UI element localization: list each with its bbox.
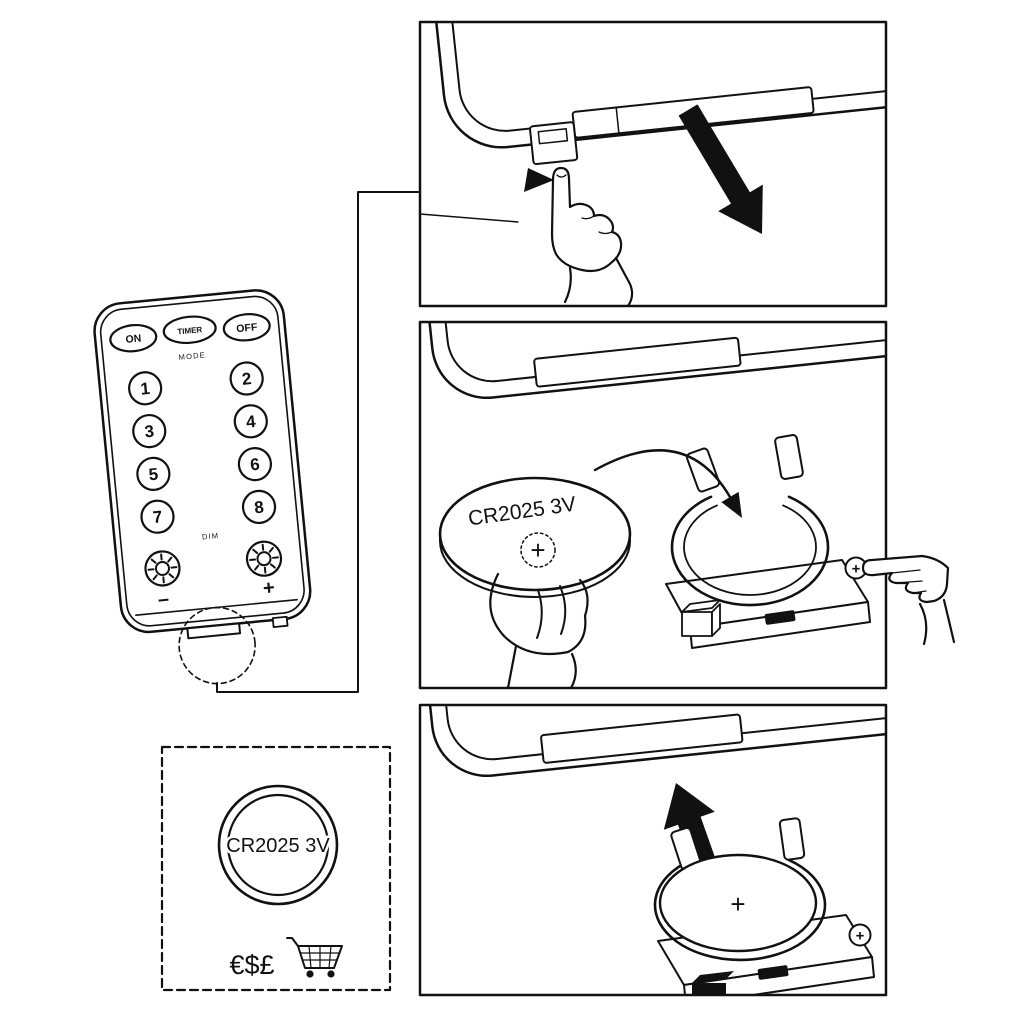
remote-control: ON TIMER OFF MODE 1 2 3 4 5 6 7 8 DIM – …	[93, 289, 312, 685]
dim-label: DIM	[202, 531, 220, 542]
tray-connector-block	[692, 971, 734, 983]
tray-connector-block	[692, 983, 726, 995]
number-button-4	[233, 404, 268, 439]
on-button	[109, 323, 158, 353]
number-button-1	[128, 371, 163, 406]
remote-body-inner-line	[99, 295, 305, 627]
tray-contact	[764, 610, 796, 625]
number-button-3-label: 3	[144, 422, 155, 442]
insert-arrow-icon	[593, 449, 742, 518]
step-panel-insert-battery: + CR2025 3V +	[418, 320, 956, 690]
number-button-2-label: 2	[241, 369, 252, 389]
battery-tray-tab	[271, 615, 289, 628]
clamp-prong	[778, 817, 806, 861]
coin-battery-inner-ring	[226, 793, 330, 897]
on-button-label: ON	[125, 332, 142, 345]
dashed-border	[160, 745, 392, 992]
number-button-8-label: 8	[253, 498, 264, 518]
number-button-6	[237, 447, 273, 482]
polarity-callout	[520, 532, 556, 568]
step-panel-remove-tray	[418, 20, 888, 308]
number-button-4-label: 4	[245, 412, 257, 432]
number-button-5	[136, 456, 171, 491]
remote-corner	[420, 322, 886, 400]
remote-corner	[420, 705, 886, 778]
battery-polarity-label: +	[730, 889, 745, 919]
brightness-down-button	[144, 550, 181, 587]
coin-battery: CR2025 3V +	[438, 476, 632, 598]
timer-button-label: TIMER	[177, 325, 203, 336]
tray-polarity-label: +	[852, 561, 861, 578]
number-button-6-label: 6	[249, 455, 260, 475]
number-button-2	[229, 361, 264, 396]
tray-polarity-label: +	[856, 928, 865, 945]
battery-tray-latch	[529, 121, 579, 166]
panel-border	[418, 703, 888, 997]
number-button-1-label: 1	[140, 379, 151, 399]
callout-connector-line	[216, 191, 421, 693]
tray-slot	[533, 336, 742, 388]
press-latch-arrow-icon	[524, 168, 554, 192]
brightness-up-button	[245, 540, 283, 577]
step-panel-close-tray: + +	[418, 703, 888, 997]
coin-battery-icon	[217, 784, 339, 906]
pointing-hand-icon	[861, 554, 956, 646]
surface-line	[420, 213, 519, 223]
off-button	[222, 313, 271, 342]
timer-button	[162, 315, 217, 345]
purchase-currency-label: €$£	[229, 950, 274, 980]
tray-contact	[757, 965, 789, 980]
pointing-hand-icon	[550, 166, 634, 306]
battery-location-callout	[178, 606, 256, 685]
number-button-3	[132, 413, 167, 449]
brightness-plus-label: +	[262, 577, 276, 600]
number-button-7	[140, 499, 175, 534]
tray-polarity-mark: +	[848, 923, 872, 947]
number-button-7-label: 7	[152, 507, 163, 527]
battery-clamp-ring	[653, 858, 827, 962]
coin-battery: +	[658, 853, 818, 953]
tray-slot	[540, 713, 744, 764]
battery-tray: + +	[653, 817, 875, 995]
holding-hand-icon	[489, 572, 589, 688]
panel-border	[418, 320, 888, 690]
number-button-8	[241, 489, 277, 525]
off-button-label: OFF	[236, 321, 259, 335]
mode-label: MODE	[178, 350, 206, 362]
battery-model-label: CR2025 3V	[226, 835, 330, 857]
clamp-prong	[774, 434, 804, 480]
battery-tray: +	[665, 434, 871, 649]
panel-border	[418, 20, 888, 308]
slide-out-arrow-icon	[678, 104, 763, 235]
battery-clamp-ring	[670, 495, 830, 607]
battery-tray-stub	[186, 622, 242, 640]
battery-info-box: CR2025 3V €$£	[160, 745, 392, 992]
battery-polarity-label: +	[530, 535, 545, 565]
shopping-cart-icon	[286, 937, 343, 978]
number-button-5-label: 5	[148, 464, 159, 484]
brightness-minus-label: –	[157, 588, 170, 611]
push-in-arrow-icon	[663, 783, 717, 869]
